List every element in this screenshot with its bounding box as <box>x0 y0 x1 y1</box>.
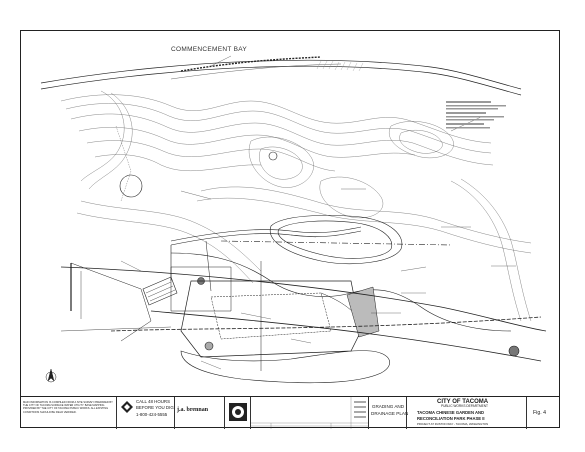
commencement-bay-label: COMMENCEMENT BAY <box>171 46 248 53</box>
department-name: PUBLIC WORKS DEPARTMENT <box>441 404 488 408</box>
project-title-line2: RECONCILIATION PARK PHASE II <box>417 416 485 421</box>
drawing-title-cell: GRADING AND DRAINAGE PLAN <box>368 397 409 429</box>
drawing-title-line1: GRADING AND <box>371 404 405 409</box>
general-note-text: MAIN INFORMATION IS COMPILED FROM A SITE… <box>23 401 113 414</box>
project-cell: CITY OF TACOMA PUBLIC WORKS DEPARTMENT T… <box>406 397 526 429</box>
bank-hatch <box>316 60 364 72</box>
shoreline <box>40 56 522 96</box>
title-block: MAIN INFORMATION IS COMPILED FROM A SITE… <box>21 396 559 429</box>
site-plan-drawing <box>40 55 547 384</box>
firm-logo-cell: j.a. brennan <box>174 397 224 429</box>
call-line2: BEFORE YOU DIG <box>136 405 174 410</box>
revision-table <box>251 397 369 429</box>
project-title-line1: TACOMA CHINESE GARDEN AND <box>417 410 485 415</box>
contour-lines <box>60 90 532 322</box>
revision-cell <box>250 397 369 429</box>
call-phone: 1-800-424-5555 <box>136 412 168 417</box>
project-address: PROJECT AT RUSTON WAY - TACOMA, WASHINGT… <box>417 422 489 426</box>
drawing-sheet: COMMENCEMENT BAY MAIN INFORMATION IS COM… <box>20 30 560 429</box>
engineer-seal-icon <box>229 403 247 421</box>
call-line1: CALL 48 HOURS <box>136 399 170 404</box>
site-notes-block <box>446 101 506 129</box>
figure-number: Fig. 4 <box>533 410 546 416</box>
general-notes-cell: MAIN INFORMATION IS COMPILED FROM A SITE… <box>21 397 116 429</box>
site-features <box>119 151 520 357</box>
call-before-dig-cell: CALL 48 HOURS BEFORE YOU DIG 1-800-424-5… <box>116 397 174 429</box>
utility-lines <box>60 240 547 371</box>
figure-cell: Fig. 4 <box>526 397 559 429</box>
site-layout <box>60 214 512 384</box>
city-name: CITY OF TACOMA <box>437 399 489 405</box>
drawing-title-line2: DRAINAGE PLAN <box>371 411 409 416</box>
firm-name: j.a. brennan <box>177 407 209 413</box>
callout-leaders <box>120 55 516 370</box>
utility-locate-logo-icon <box>121 401 133 413</box>
north-arrow <box>45 368 57 383</box>
seal-cell <box>224 397 250 429</box>
